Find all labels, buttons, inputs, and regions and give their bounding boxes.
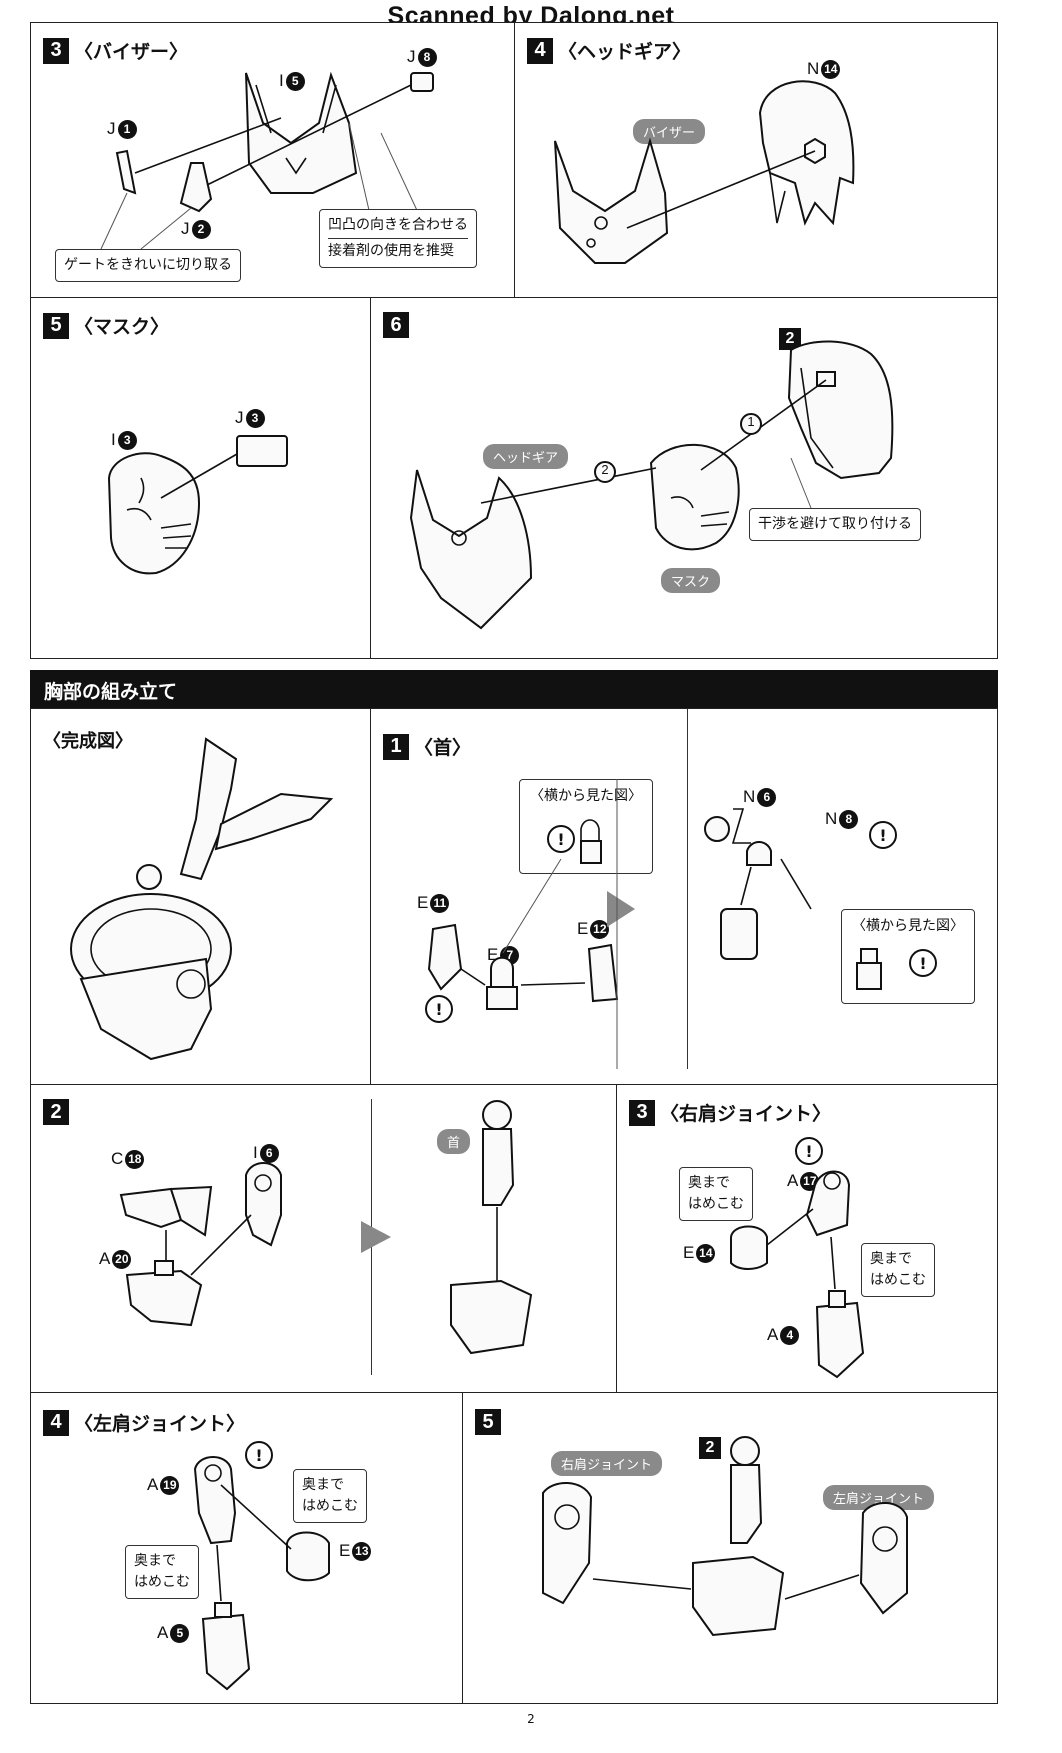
- left-shoulder-illustration: [193, 1456, 330, 1691]
- note-push-in-2: 奥まで はめこむ: [125, 1545, 199, 1599]
- note-gate-cut: ゲートをきれいに切り取る: [55, 249, 241, 282]
- step5-title: 〈マスク〉: [74, 316, 170, 338]
- step6-sub-step2: 2: [779, 328, 801, 350]
- chest-step5-sub-step2: 2: [699, 1437, 721, 1459]
- step6-illustration: [409, 340, 894, 630]
- chest-step5-header: 5: [475, 1409, 501, 1435]
- step4-title: 〈ヘッドギア〉: [558, 41, 692, 63]
- chest-step2-illustration: [119, 1100, 533, 1355]
- chest-step5-illustration: [542, 1436, 908, 1637]
- chest-step2-number: 2: [43, 1099, 69, 1125]
- chest-step1-header: 1 〈首〉: [383, 733, 471, 760]
- side-view-label-1: 〈横から見た図〉: [530, 788, 642, 804]
- complete-view-title: 〈完成図〉: [43, 731, 133, 752]
- chest-step3-number: 3: [629, 1099, 655, 1126]
- chest-step4-header: 4 〈左肩ジョイント〉: [43, 1409, 245, 1436]
- step5-header: 5 〈マスク〉: [43, 312, 169, 339]
- note-push-in-1: 奥まで はめこむ: [679, 1167, 753, 1221]
- order-2: 2: [601, 462, 609, 477]
- chest-step1-title: 〈首〉: [414, 737, 472, 759]
- tag-visor: バイザー: [633, 119, 706, 144]
- step5-number: 5: [43, 312, 69, 339]
- chest-step5-number: 5: [475, 1409, 501, 1435]
- chest-step4-number: 4: [43, 1409, 69, 1436]
- step3-number: 3: [43, 37, 69, 64]
- step6-header: 6: [383, 312, 409, 338]
- note-avoid-interference: 干渉を避けて取り付ける: [749, 508, 921, 541]
- step3-title: 〈バイザー〉: [74, 41, 189, 63]
- caution-icon: !: [869, 821, 897, 849]
- visor-illustration: [100, 71, 434, 250]
- caution-icon: !: [425, 995, 453, 1023]
- order-1: 1: [747, 414, 755, 429]
- chest-step3-title: 〈右肩ジョイント〉: [660, 1103, 832, 1125]
- chest-step2-header: 2: [43, 1099, 69, 1125]
- chest-step1-number: 1: [383, 733, 409, 760]
- tag-headgear: ヘッドギア: [483, 444, 569, 469]
- panel-chest-step5: 5 2 右肩ジョイント 左肩ジョイント: [462, 1392, 998, 1704]
- complete-illustration: [70, 737, 334, 1061]
- caution-icon: !: [547, 825, 575, 853]
- step3-header: 3 〈バイザー〉: [43, 37, 188, 64]
- page-number: 2: [527, 1712, 535, 1726]
- right-shoulder-illustration: [730, 1170, 865, 1379]
- tag-neck: 首: [437, 1129, 471, 1154]
- tag-mask: マスク: [661, 568, 721, 593]
- note-glue: 接着剤の使用を推奨: [328, 243, 454, 260]
- section-chest-assembly: 胸部の組み立て: [30, 670, 998, 710]
- mask-illustration: [107, 435, 288, 575]
- note-push-in-2: 奥まで はめこむ: [861, 1243, 935, 1297]
- caution-icon: !: [245, 1441, 273, 1469]
- panel-step6: 6 2 ヘッドギア マスク 干渉を避けて取り付ける 1 2: [370, 297, 998, 659]
- caution-icon: !: [795, 1137, 823, 1165]
- headgear-illustration: [554, 80, 855, 264]
- panel-complete-view: 〈完成図〉: [30, 708, 372, 1086]
- side-view-label-2: 〈横から見た図〉: [852, 918, 964, 934]
- note-push-in-1: 奥まで はめこむ: [293, 1469, 367, 1523]
- note-align-glue: 凹凸の向きを合わせる 接着剤の使用を推奨: [319, 209, 477, 269]
- tag-right-shoulder: 右肩ジョイント: [551, 1451, 663, 1476]
- step6-number: 6: [383, 312, 409, 338]
- tag-left-shoulder: 左肩ジョイント: [823, 1485, 935, 1510]
- divider: [687, 709, 688, 1069]
- note-align: 凹凸の向きを合わせる: [328, 213, 468, 240]
- chest-step4-title: 〈左肩ジョイント〉: [74, 1413, 246, 1435]
- step4-header: 4 〈ヘッドギア〉: [527, 37, 691, 64]
- neck-illustration: [427, 779, 882, 1069]
- step4-number: 4: [527, 37, 553, 64]
- chest-step3-header: 3 〈右肩ジョイント〉: [629, 1099, 831, 1126]
- caution-icon: !: [909, 949, 937, 977]
